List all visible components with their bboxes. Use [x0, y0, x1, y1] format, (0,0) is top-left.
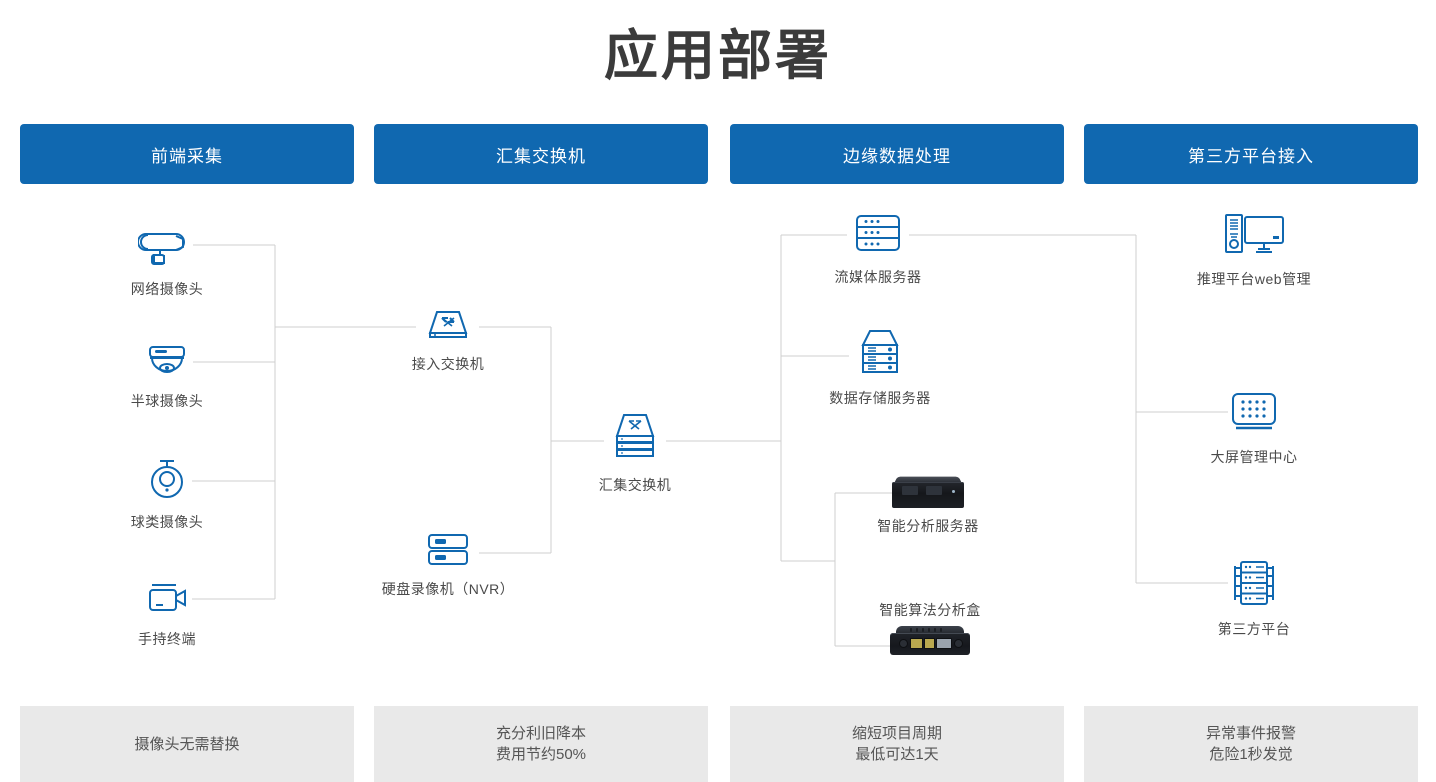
node-label: 半球摄像头 — [130, 393, 204, 409]
node-algorithm-box[interactable]: 智能算法分析盒 — [840, 600, 1020, 656]
node-web-platform[interactable]: 推理平台web管理 — [1164, 210, 1344, 289]
footer-benefit-third-party-access: 异常事件报警 危险1秒发觉 — [1084, 706, 1418, 782]
video-wall-icon — [1223, 390, 1285, 441]
node-label: 硬盘录像机（NVR） — [381, 581, 515, 597]
node-video-wall[interactable]: 大屏管理中心 — [1164, 390, 1344, 467]
node-stream-server[interactable]: 流媒体服务器 — [788, 210, 968, 287]
node-label: 大屏管理中心 — [1210, 449, 1298, 465]
analysis-server-photo — [892, 476, 964, 510]
footer-benefit-edge-data-process: 缩短项目周期 最低可达1天 — [730, 706, 1064, 782]
storage-server-icon — [849, 327, 911, 382]
column-header-aggregation-switch: 汇集交换机 — [374, 124, 708, 184]
node-third-platform[interactable]: 第三方平台 — [1164, 558, 1344, 639]
ptz-camera-icon — [138, 455, 196, 506]
node-network-camera[interactable]: 网络摄像头 — [77, 222, 257, 299]
node-label: 推理平台web管理 — [1196, 271, 1312, 287]
dome-camera-icon — [138, 340, 196, 385]
node-nvr[interactable]: 硬盘录像机（NVR） — [358, 528, 538, 599]
nvr-icon — [417, 528, 479, 573]
node-label: 汇集交换机 — [598, 477, 672, 493]
footer-benefit-aggregation-switch: 充分利旧降本 费用节约50% — [374, 706, 708, 782]
node-label: 手持终端 — [138, 631, 196, 647]
node-handheld-terminal[interactable]: 手持终端 — [77, 578, 257, 649]
node-label: 智能算法分析盒 — [879, 602, 981, 618]
node-label: 球类摄像头 — [130, 514, 204, 530]
column-header-front-end-capture: 前端采集 — [20, 124, 354, 184]
node-analysis-server[interactable]: 智能分析服务器 — [838, 476, 1018, 536]
stacked-switch-icon — [604, 410, 666, 469]
server-rack-icon — [1223, 558, 1285, 613]
node-ptz-camera[interactable]: 球类摄像头 — [77, 455, 257, 532]
node-label: 接入交换机 — [411, 356, 485, 372]
node-label: 流媒体服务器 — [834, 269, 922, 285]
node-label: 第三方平台 — [1217, 621, 1291, 637]
camcorder-icon — [138, 578, 196, 623]
node-storage-server[interactable]: 数据存储服务器 — [790, 327, 970, 408]
page-title: 应用部署 — [604, 26, 832, 86]
bullet-camera-icon — [137, 222, 196, 273]
node-label: 网络摄像头 — [130, 281, 204, 297]
rack-server-icon — [847, 210, 909, 261]
column-header-edge-data-process: 边缘数据处理 — [730, 124, 1064, 184]
switch-icon — [417, 303, 479, 348]
column-header-third-party-access: 第三方平台接入 — [1084, 124, 1418, 184]
node-label: 智能分析服务器 — [877, 518, 979, 534]
node-dome-camera[interactable]: 半球摄像头 — [77, 340, 257, 411]
algorithm-box-photo — [890, 626, 970, 656]
node-aggregation-switch[interactable]: 汇集交换机 — [545, 410, 725, 495]
node-access-switch[interactable]: 接入交换机 — [358, 303, 538, 374]
footer-benefit-front-end-capture: 摄像头无需替换 — [20, 706, 354, 782]
desktop-pc-icon — [1218, 210, 1290, 263]
node-label: 数据存储服务器 — [829, 390, 931, 406]
